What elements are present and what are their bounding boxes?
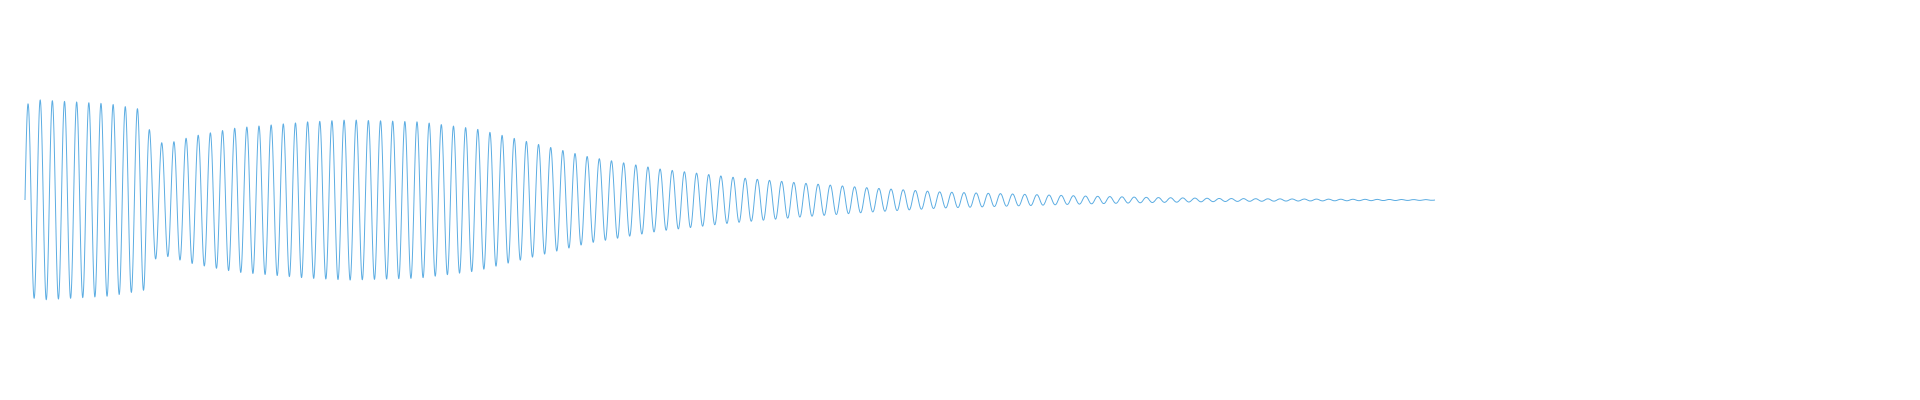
waveform-plot-area bbox=[24, 99, 1436, 301]
waveform-series-line bbox=[24, 99, 1436, 301]
